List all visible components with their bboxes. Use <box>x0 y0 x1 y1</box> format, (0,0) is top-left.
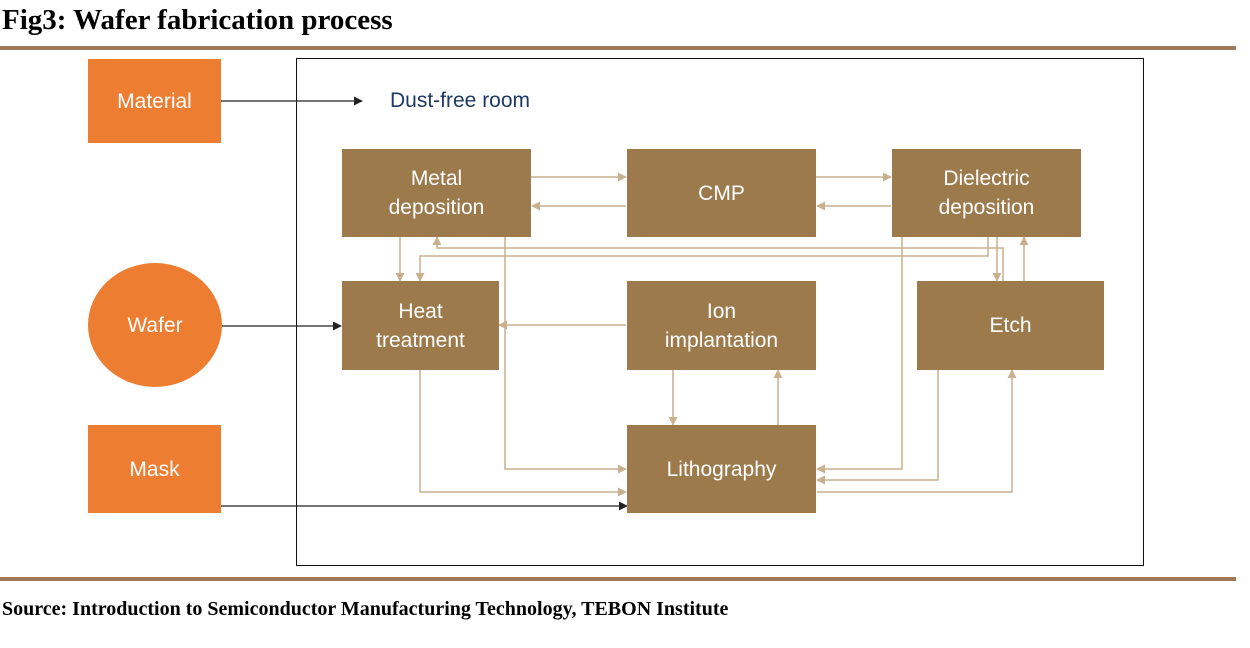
heat-treatment-box: Heat treatment <box>342 281 499 370</box>
cmp-label: CMP <box>698 181 745 205</box>
cmp-box: CMP <box>627 149 816 237</box>
lithography-box: Lithography <box>627 425 816 513</box>
heat-treatment-label: Heat treatment <box>376 299 465 352</box>
source-note: Source: Introduction to Semiconductor Ma… <box>2 598 729 620</box>
wafer-circle: Wafer <box>88 263 222 387</box>
arrow-etch-to-litho <box>816 370 939 485</box>
top-rule <box>0 46 1236 50</box>
arrow-dielectric-to-heat <box>415 237 989 282</box>
metal-deposition-label: Metal deposition <box>388 167 485 219</box>
bottom-rule <box>0 577 1236 581</box>
metal-deposition-box: Metal deposition <box>342 149 531 237</box>
etch-label: Etch <box>989 314 1032 337</box>
dust-free-room-label: Dust-free room <box>390 89 531 112</box>
arrow-metal-to-litho <box>504 237 627 474</box>
mask-label: Mask <box>129 457 180 481</box>
material-box: Material <box>88 59 221 143</box>
dust-free-room-frame <box>296 58 1144 566</box>
etch-box: Etch <box>917 281 1104 370</box>
ion-implantation-box: Ion implantation <box>627 281 816 370</box>
arrow-etch-to-metal <box>432 236 1004 281</box>
wafer-label: Wafer <box>127 313 183 337</box>
figure-title: Fig3: Wafer fabrication process <box>2 4 393 36</box>
ion-implantation-label: Ion implantation <box>664 299 779 352</box>
dielectric-deposition-label: Dielectric deposition <box>938 167 1035 219</box>
lithography-label: Lithography <box>666 457 777 481</box>
arrow-litho-to-etch <box>817 369 1017 493</box>
material-label: Material <box>117 89 192 113</box>
dielectric-deposition-box: Dielectric deposition <box>892 149 1081 237</box>
arrow-heat-to-litho <box>419 370 627 497</box>
mask-box: Mask <box>88 425 221 513</box>
arrow-dielectric-to-litho <box>816 237 903 474</box>
